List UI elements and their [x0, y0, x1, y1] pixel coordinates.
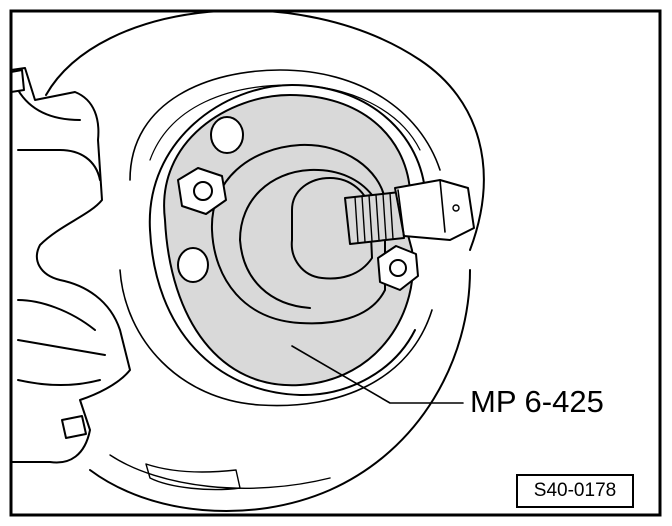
hex-center-dot: [452, 204, 460, 212]
figure-border: [9, 9, 662, 517]
wheel-nut-left: [177, 167, 227, 215]
part-number-label: MP 6-425: [470, 384, 604, 419]
disc-bottom-slot: [145, 463, 241, 491]
callout-leader: [291, 345, 464, 404]
tool-hex-head: [394, 179, 475, 241]
brake-disc-inner-ring: [119, 69, 441, 407]
tool-plate-rim: [149, 229, 416, 397]
brake-caliper: [11, 67, 131, 464]
caliper-detail-lower: [17, 299, 106, 386]
tool-body-ring: [239, 168, 373, 241]
wheel-nut-right: [377, 245, 419, 291]
threaded-rod: [344, 191, 405, 245]
rod-threads: [354, 192, 394, 244]
figure-reference-code: S40-0178: [516, 474, 634, 508]
bolt-hole-left: [177, 247, 209, 283]
brake-disc-outline: [45, 11, 485, 513]
bolt-hole-top: [210, 116, 244, 154]
tool-body-ring-lower: [239, 239, 311, 309]
caliper-detail-upper: [17, 89, 101, 181]
caliper-bleed-screw: [61, 415, 87, 439]
tool-plate-edge: [148, 84, 426, 231]
caliper-bolt-top: [11, 69, 25, 93]
disc-bottom-curve: [109, 454, 331, 489]
